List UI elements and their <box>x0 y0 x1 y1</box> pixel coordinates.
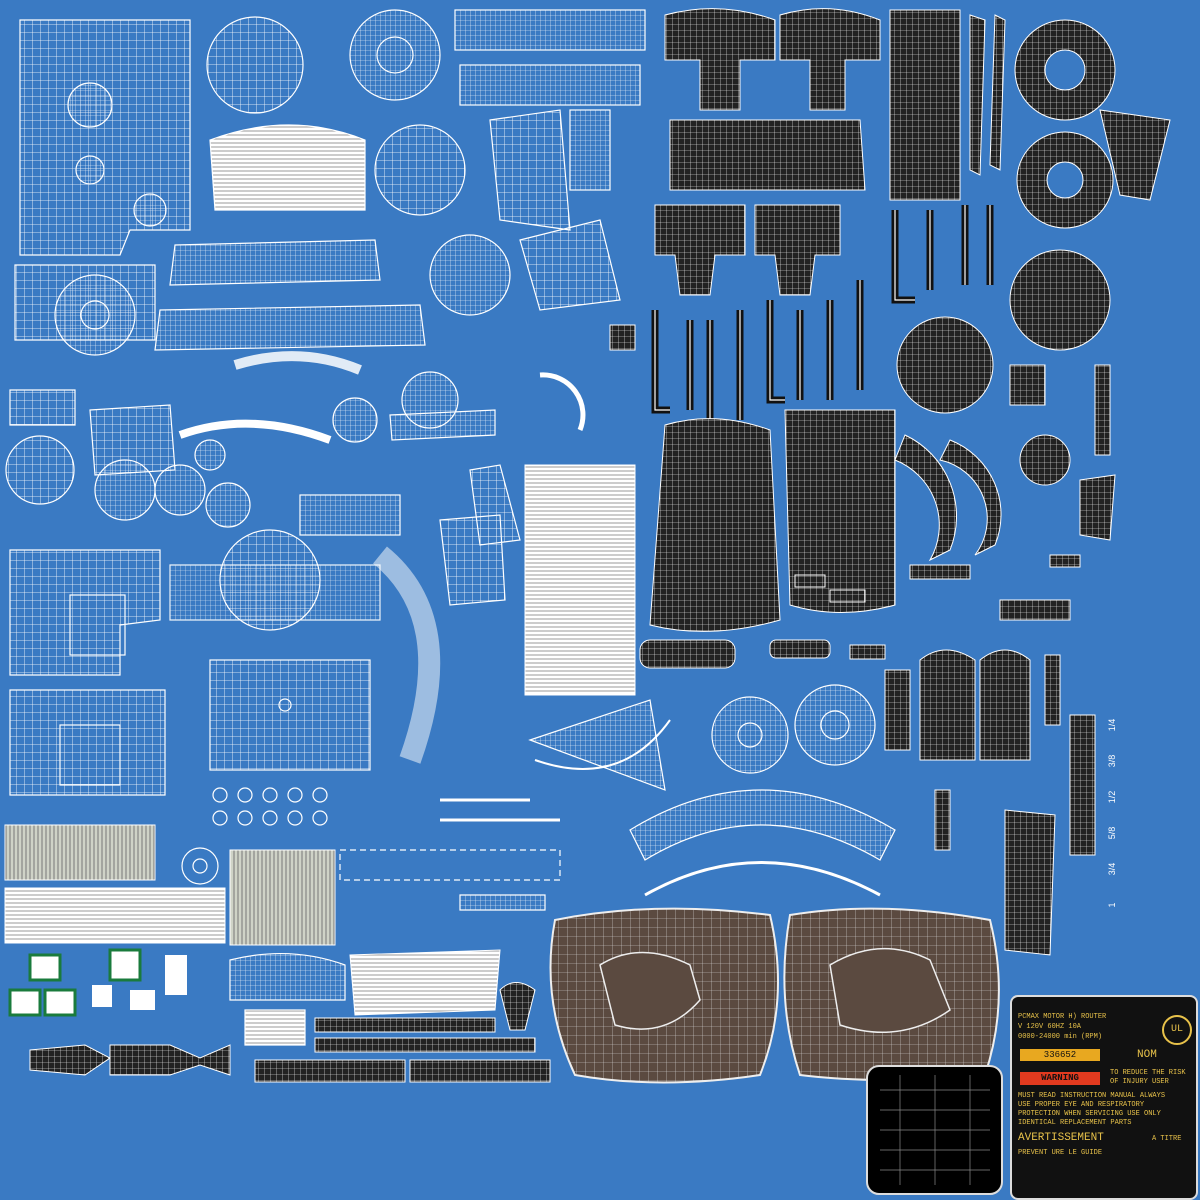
label-line-2: V 120V 60HZ 10A <box>1018 1023 1082 1031</box>
nom-mark: NOM <box>1137 1049 1157 1061</box>
ruler-mark: 1/4 <box>1107 718 1117 732</box>
avertissement-heading: AVERTISSEMENT <box>1018 1132 1104 1144</box>
ruler-mark: 1/2 <box>1107 790 1117 804</box>
label-line-1: PCMAX MOTOR H) ROUTER <box>1018 1013 1107 1021</box>
ruler-mark: 5/8 <box>1107 826 1117 840</box>
ruler-mark: 3/4 <box>1107 862 1117 876</box>
warn-text-1: TO REDUCE THE RISK <box>1110 1069 1186 1077</box>
uv-shell-housing <box>19 19 191 256</box>
instr-2: USE PROPER EYE AND RESPIRATORY <box>1018 1101 1145 1109</box>
uv-dark-skirt-1 <box>649 418 781 632</box>
instr-1: MUST READ INSTRUCTION MANUAL ALWAYS <box>1018 1092 1166 1100</box>
uv-chassis-front <box>9 549 161 676</box>
ul-logo: UL <box>1162 1015 1192 1045</box>
serial-number: 336652 <box>1020 1049 1100 1061</box>
ruler-mark: 3/8 <box>1107 754 1117 768</box>
uv-dark-disc <box>1009 249 1111 351</box>
instr-4: IDENTICAL REPLACEMENT PARTS <box>1018 1119 1132 1127</box>
uv-dome <box>206 16 304 114</box>
uv-lined-block <box>4 824 156 881</box>
instr-3: PROTECTION WHEN SERVICING USE ONLY <box>1018 1110 1161 1118</box>
a-titre: A TITRE <box>1152 1135 1182 1143</box>
ruler-strip: 1/4 3/8 1/2 5/8 3/4 1 <box>1102 710 1122 940</box>
uv-arc-strip <box>629 789 896 861</box>
ruler-mark: 1 <box>1107 902 1117 908</box>
warn-text-2: OF INJURY USER <box>1110 1078 1169 1086</box>
prevent-text: PREVENT URE LE GUIDE <box>1018 1149 1103 1157</box>
uv-dark-bracket <box>664 8 776 111</box>
warning-label-sticker: UL PCMAX MOTOR H) ROUTER V 120V 60HZ 10A… <box>1010 995 1198 1200</box>
warning-badge: WARNING <box>1020 1072 1100 1085</box>
label-line-3: 0000-24000 min (RPM) <box>1018 1033 1103 1041</box>
